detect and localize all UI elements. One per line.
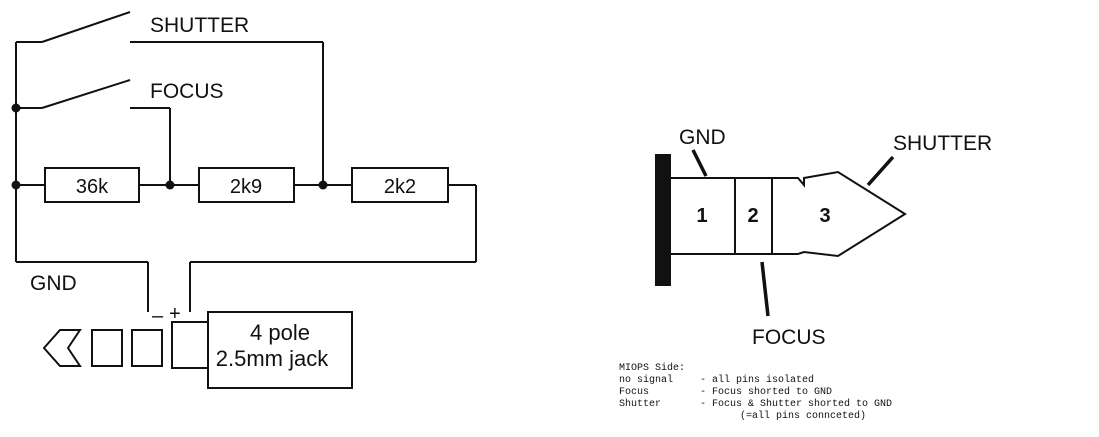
gnd-label: GND <box>30 272 77 295</box>
jack-ring-1 <box>91 329 123 367</box>
notes-row-key: no signal <box>619 374 673 386</box>
jack-plug-tip <box>42 329 82 367</box>
shutter-switch-blade <box>41 11 131 43</box>
focus-switch-blade <box>41 79 131 109</box>
contact-3-tip <box>772 170 907 258</box>
contact-2-box <box>734 177 773 255</box>
junction-dot <box>318 180 328 190</box>
notes-row-desc: - Focus shorted to GND <box>700 386 832 398</box>
notes-title: MIOPS Side: <box>619 362 685 374</box>
jack-label-line1: 4 pole <box>250 320 310 345</box>
contact-2-number: 2 <box>747 205 758 227</box>
junction-dot <box>11 180 21 190</box>
jack-ring-3 <box>171 321 209 369</box>
plug-flange <box>655 154 671 286</box>
notes-row-desc: - Focus & Shutter shorted to GND <box>700 398 892 410</box>
contact-1-number: 1 <box>696 205 707 227</box>
gnd-pointer <box>691 149 708 177</box>
junction-dots <box>11 103 328 190</box>
notes-block: MIOPS Side: no signal - all pins isolate… <box>619 362 892 422</box>
notes-row-key: Shutter <box>619 398 661 410</box>
jack-label-line2: 2.5mm jack <box>216 346 329 371</box>
junction-dot <box>11 103 21 113</box>
shutter-pointer <box>866 155 895 187</box>
jack-body-box <box>207 311 353 389</box>
contact-3-number: 3 <box>819 205 830 227</box>
minus-label: – <box>152 305 164 327</box>
plug-diagram <box>655 149 907 317</box>
junction-dot <box>165 180 175 190</box>
notes-row-key: Focus <box>619 387 649 398</box>
circuit-schematic <box>15 11 477 389</box>
plus-label: + <box>169 303 181 325</box>
shutter-label: SHUTTER <box>150 14 249 37</box>
plug-focus-label: FOCUS <box>752 326 826 349</box>
resistor-2k9-label: 2k9 <box>230 176 262 198</box>
resistor-36k-label: 36k <box>76 176 109 198</box>
jack-ring-2 <box>131 329 163 367</box>
focus-pointer <box>760 261 770 317</box>
notes-row-desc: - all pins isolated <box>700 374 814 386</box>
plug-shutter-label: SHUTTER <box>893 132 992 155</box>
plug-gnd-label: GND <box>679 126 726 149</box>
notes-footer: (=all pins connceted) <box>740 410 866 422</box>
focus-label: FOCUS <box>150 80 224 103</box>
resistor-2k2-label: 2k2 <box>384 176 416 198</box>
